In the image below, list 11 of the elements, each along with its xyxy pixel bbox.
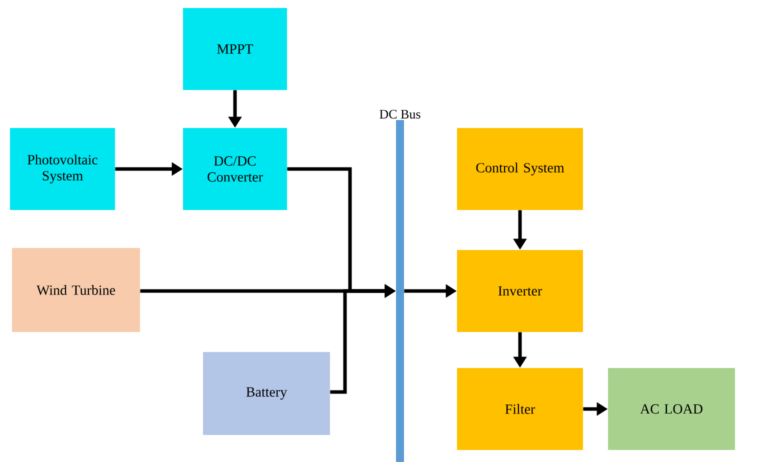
process-box: DC/DC Converter: [183, 128, 287, 210]
process-box: Filter: [457, 368, 583, 450]
process-box: Battery: [203, 352, 330, 435]
process-box: MPPT: [183, 8, 287, 90]
node-label: DC Bus: [380, 110, 420, 119]
bus-bar: DC Bus: [380, 110, 420, 462]
process-box: Control System: [457, 128, 583, 210]
process-box: Inverter: [457, 250, 583, 332]
process-box: Photovoltaic System: [10, 128, 115, 210]
process-box: AC LOAD: [608, 368, 735, 450]
process-box: Wind Turbine: [12, 248, 140, 332]
